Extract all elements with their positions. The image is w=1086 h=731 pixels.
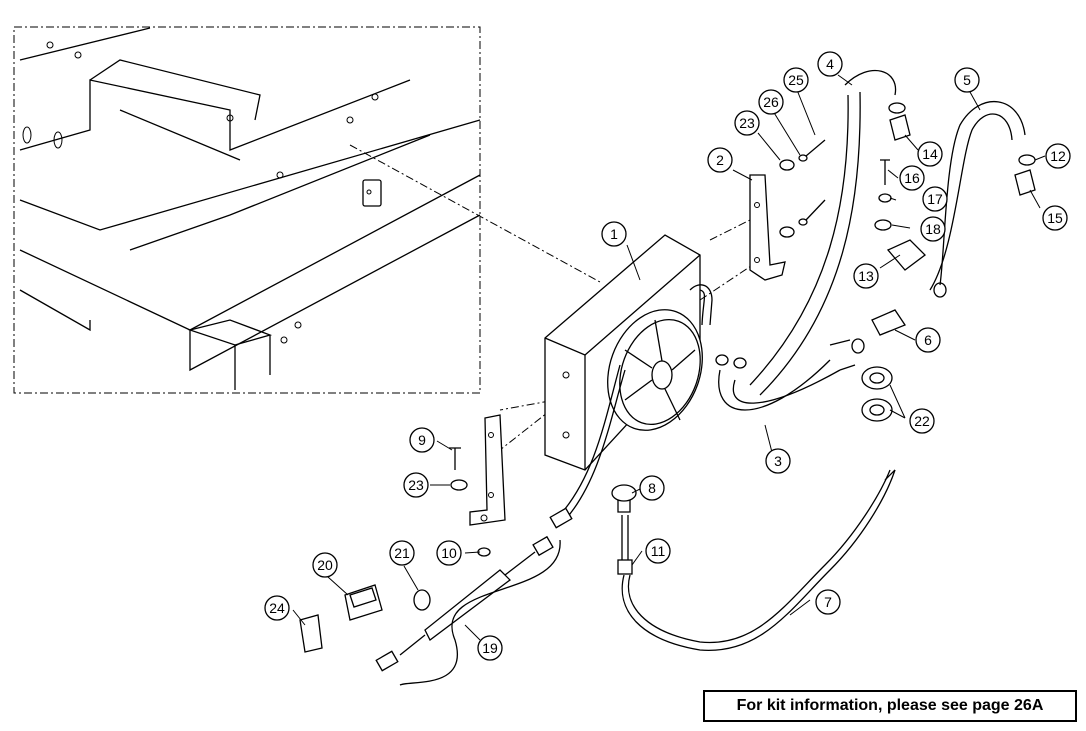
part-label-12: 12 [1045, 143, 1071, 169]
svg-text:1: 1 [610, 226, 618, 242]
svg-text:12: 12 [1050, 148, 1066, 164]
part-label-21: 21 [389, 540, 415, 566]
leader-lines [292, 74, 1046, 641]
part-label-13: 13 [853, 263, 879, 289]
part-label-18: 18 [920, 216, 946, 242]
part-label-25: 25 [783, 67, 809, 93]
hardware [449, 102, 1036, 557]
part-label-5: 5 [954, 67, 980, 93]
part-label-24: 24 [264, 595, 290, 621]
svg-text:16: 16 [904, 170, 920, 186]
wiring-harness [375, 364, 626, 686]
part-label-11: 11 [645, 538, 671, 564]
kit-information-note: For kit information, please see page 26A [703, 690, 1077, 722]
part-label-17: 17 [922, 186, 948, 212]
svg-text:17: 17 [927, 191, 943, 207]
part-label-14: 14 [917, 141, 943, 167]
hoses [689, 69, 1026, 411]
part-label-1: 1 [601, 221, 627, 247]
svg-text:26: 26 [763, 94, 779, 110]
svg-text:15: 15 [1047, 210, 1063, 226]
svg-text:5: 5 [963, 72, 971, 88]
bracket-right [749, 174, 786, 281]
part-label-4: 4 [817, 51, 843, 77]
part-label-3: 3 [765, 448, 791, 474]
svg-text:24: 24 [269, 600, 285, 616]
svg-text:23: 23 [408, 477, 424, 493]
svg-text:14: 14 [922, 146, 938, 162]
svg-text:18: 18 [925, 221, 941, 237]
part-label-23-top: 23 [734, 110, 760, 136]
part-label-19: 19 [477, 635, 503, 661]
part-label-6: 6 [915, 327, 941, 353]
part-label-10: 10 [436, 540, 462, 566]
svg-text:2: 2 [716, 152, 724, 168]
svg-text:25: 25 [788, 72, 804, 88]
part-label-2: 2 [707, 147, 733, 173]
frame-inset [13, 26, 481, 394]
radiator-assembly [544, 234, 703, 471]
svg-text:8: 8 [648, 480, 656, 496]
part-label-15: 15 [1042, 205, 1068, 231]
svg-text:9: 9 [418, 432, 426, 448]
part-label-22: 22 [909, 408, 935, 434]
svg-text:21: 21 [394, 545, 410, 561]
part-label-26: 26 [758, 89, 784, 115]
svg-text:11: 11 [651, 543, 666, 559]
part-label-23-bottom: 23 [403, 472, 429, 498]
part-label-20: 20 [312, 552, 338, 578]
switch-parts [299, 584, 431, 653]
svg-text:23: 23 [739, 115, 755, 131]
svg-text:13: 13 [858, 268, 874, 284]
svg-text:22: 22 [914, 413, 930, 429]
svg-text:20: 20 [317, 557, 333, 573]
bracket-left [469, 414, 506, 526]
svg-text:3: 3 [774, 453, 782, 469]
svg-text:19: 19 [482, 640, 498, 656]
svg-text:7: 7 [824, 594, 832, 610]
part-label-16: 16 [899, 165, 925, 191]
part-label-7: 7 [815, 589, 841, 615]
svg-text:4: 4 [826, 56, 834, 72]
temperature-sensor [611, 469, 896, 651]
svg-text:10: 10 [441, 545, 457, 561]
part-label-9: 9 [409, 427, 435, 453]
svg-text:6: 6 [924, 332, 932, 348]
part-label-8: 8 [639, 475, 665, 501]
